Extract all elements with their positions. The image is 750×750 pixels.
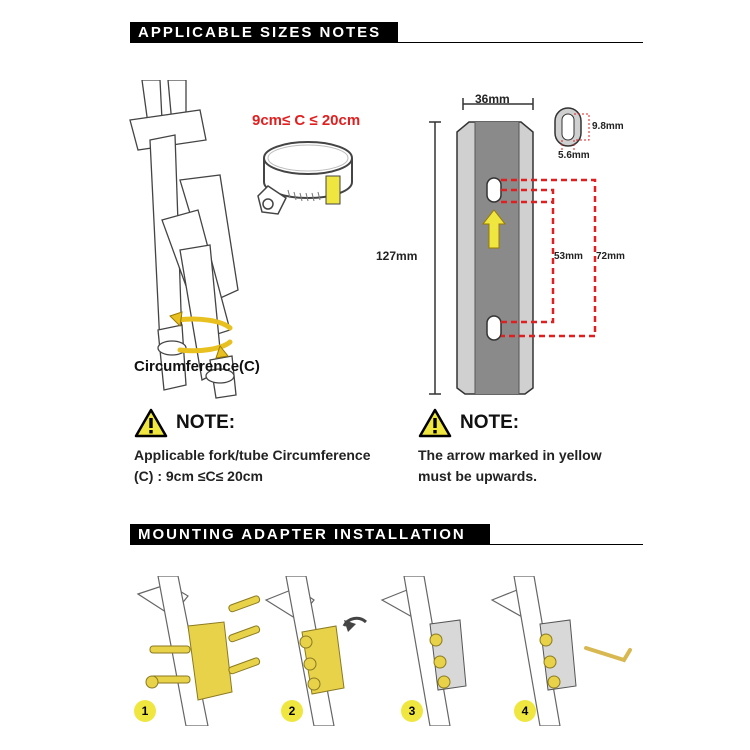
step-4-illustration bbox=[490, 576, 632, 726]
outer-spacing-label: 72mm bbox=[596, 251, 625, 262]
note-left-text: Applicable fork/tube Circumference (C) :… bbox=[134, 445, 371, 487]
warning-icon bbox=[418, 408, 452, 438]
circumference-label: Circumference(C) bbox=[134, 358, 260, 375]
inner-spacing-label: 53mm bbox=[554, 251, 583, 262]
note-right-title: NOTE: bbox=[418, 408, 519, 438]
step-1-illustration bbox=[136, 576, 261, 726]
hose-clamp-illustration bbox=[257, 141, 353, 215]
warning-icon bbox=[134, 408, 168, 438]
note-left-line2: (C) : 9cm ≤C≤ 20cm bbox=[134, 468, 263, 484]
adapter-dimension-drawing bbox=[429, 98, 597, 395]
step-4-badge: 4 bbox=[514, 700, 536, 722]
note-left-line1: Applicable fork/tube Circumference bbox=[134, 447, 371, 463]
note-right-text: The arrow marked in yellow must be upwar… bbox=[418, 445, 602, 487]
adapter-height-label: 127mm bbox=[376, 249, 418, 263]
step-3-illustration bbox=[380, 576, 467, 726]
slot-height-label: 9.8mm bbox=[592, 121, 624, 132]
note-right-line2: must be upwards. bbox=[418, 468, 538, 484]
note-right-line1: The arrow marked in yellow bbox=[418, 447, 602, 463]
banner-rule bbox=[398, 42, 643, 43]
step-2-badge: 2 bbox=[281, 700, 303, 722]
note-left-title-text: NOTE: bbox=[176, 412, 236, 433]
section-banner-installation: MOUNTING ADAPTER INSTALLATION bbox=[130, 524, 490, 545]
step-1-badge: 1 bbox=[134, 700, 156, 722]
adapter-width-label: 36mm bbox=[475, 92, 510, 106]
section-banner-sizes: APPLICABLE SIZES NOTES : bbox=[130, 22, 398, 62]
clamp-range-label: 9cm≤ C ≤ 20cm bbox=[252, 112, 361, 129]
note-right-title-text: NOTE: bbox=[460, 412, 520, 433]
note-left-title: NOTE: bbox=[134, 408, 235, 438]
step-2-illustration bbox=[264, 576, 368, 726]
fork-illustration bbox=[129, 80, 239, 399]
step-3-badge: 3 bbox=[401, 700, 423, 722]
banner-rule bbox=[490, 544, 643, 545]
slot-width-label: 5.6mm bbox=[558, 150, 590, 161]
